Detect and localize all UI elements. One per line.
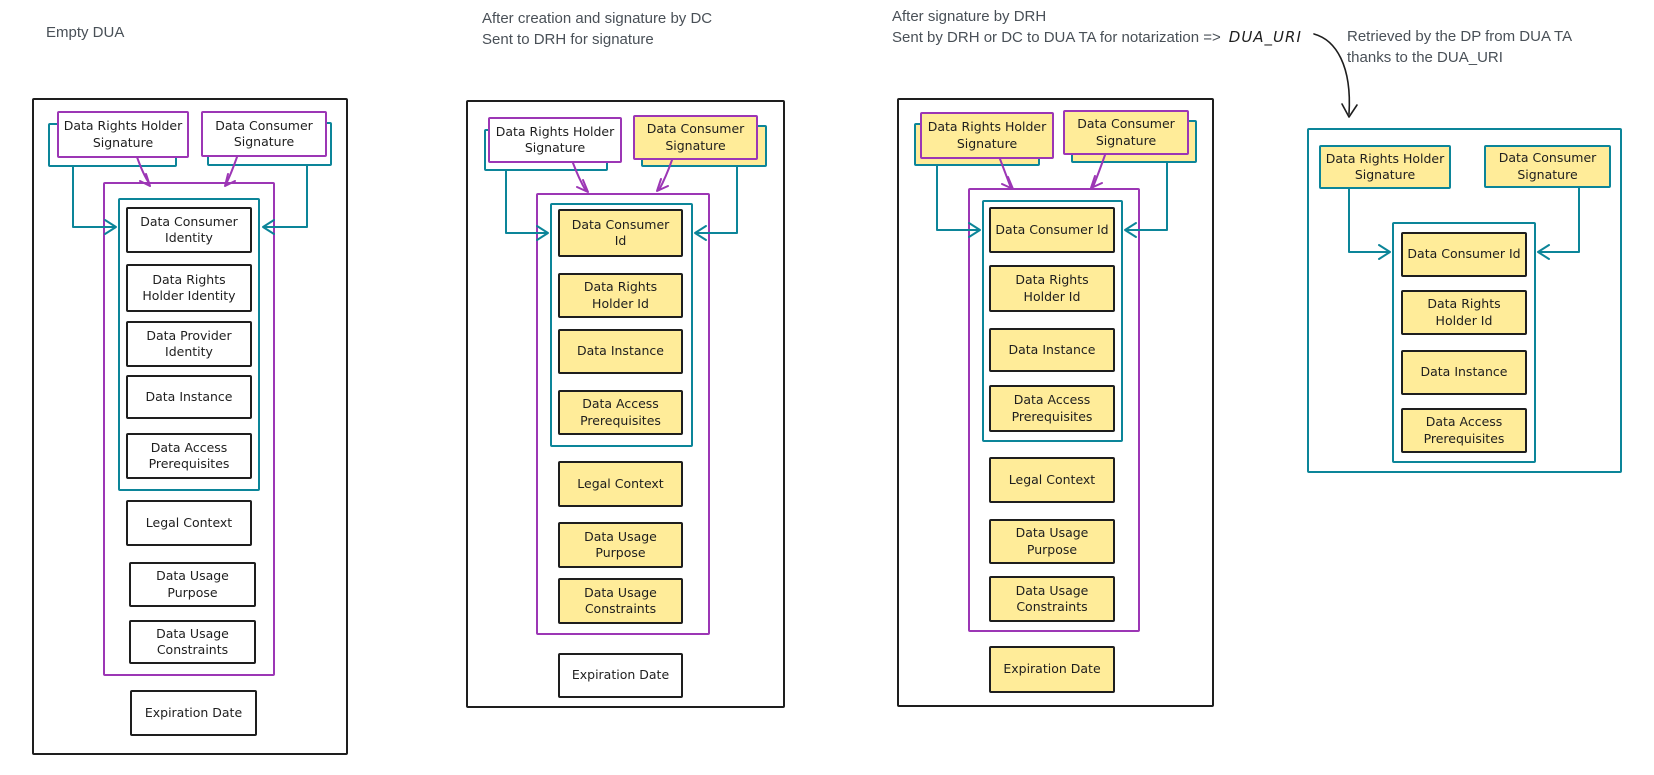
panel2-caption-line1: After creation and signature by DC [482, 10, 713, 27]
panel4-item-data-access-prerequisites: Data Access Prerequisites [1401, 408, 1527, 453]
panel2-caption: After creation and signature by DC Sent … [482, 8, 712, 50]
panel3-item-legal-context: Legal Context [989, 457, 1115, 503]
panel4-caption-line2: thanks to the DUA_URI [1347, 49, 1503, 66]
panel2-item-data-access-prerequisites: Data Access Prerequisites [558, 390, 683, 435]
panel2-item-legal-context: Legal Context [558, 461, 683, 507]
panel1-caption: Empty DUA [46, 22, 124, 43]
panel4-outer-frame [1307, 128, 1622, 473]
panel2-purple-container [536, 193, 710, 635]
panel4-item-data-instance: Data Instance [1401, 350, 1527, 395]
panel2-item-data-instance: Data Instance [558, 329, 683, 374]
panel3-item-data-consumer-id: Data Consumer Id [989, 207, 1115, 253]
panel1-item-data-usage-constraints: Data Usage Constraints [129, 620, 256, 664]
panel3-item-data-usage-purpose: Data Usage Purpose [989, 519, 1115, 564]
panel4-caption-line1: Retrieved by the DP from DUA TA [1347, 28, 1573, 45]
panel2-item-data-usage-purpose: Data Usage Purpose [558, 522, 683, 568]
panel4-teal-container [1392, 222, 1536, 463]
panel1-drh-signature-box: Data Rights Holder Signature [57, 111, 189, 158]
panel1-item-legal-context: Legal Context [126, 500, 252, 546]
panel3-item-data-instance: Data Instance [989, 328, 1115, 372]
panel4-item-data-rights-holder-id: Data Rights Holder Id [1401, 290, 1527, 335]
panel2-item-data-usage-constraints: Data Usage Constraints [558, 578, 683, 624]
panel2-item-data-rights-holder-id: Data Rights Holder Id [558, 273, 683, 318]
panel1-dc-signature-box: Data Consumer Signature [201, 111, 327, 157]
panel3-dc-signature-box: Data Consumer Signature [1063, 110, 1189, 155]
panel3-caption-line1: After signature by DRH [892, 8, 1047, 25]
panel3-purple-container [968, 188, 1140, 632]
panel1-item-data-access-prerequisites: Data Access Prerequisites [126, 433, 252, 479]
panel4-dc-signature-box: Data Consumer Signature [1484, 145, 1611, 188]
panel4-caption: Retrieved by the DP from DUA TA thanks t… [1347, 26, 1607, 68]
panel3-caption-line2-text: Sent by DRH or DC to DUA TA for notariza… [892, 29, 1221, 46]
panel3-teal-container [982, 200, 1123, 442]
panel2-drh-signature-box: Data Rights Holder Signature [488, 117, 622, 163]
panel4-item-data-consumer-id: Data Consumer Id [1401, 232, 1527, 277]
panel1-item-data-rights-holder-identity: Data Rights Holder Identity [126, 264, 252, 312]
panel3-item-data-rights-holder-id: Data Rights Holder Id [989, 265, 1115, 312]
panel1-item-expiration-date: Expiration Date [130, 690, 257, 736]
panel3-item-data-usage-constraints: Data Usage Constraints [989, 576, 1115, 622]
panel1-item-data-instance: Data Instance [126, 375, 252, 419]
panel3-item-expiration-date: Expiration Date [989, 646, 1115, 693]
panel1-item-data-usage-purpose: Data Usage Purpose [129, 562, 256, 607]
panel3-outer-frame [897, 98, 1214, 707]
panel4-drh-signature-box: Data Rights Holder Signature [1319, 145, 1451, 189]
panel1-purple-container [103, 182, 275, 676]
panel3-caption: After signature by DRH Sent by DRH or DC… [892, 6, 1302, 48]
panel2-teal-container [550, 203, 693, 447]
panel3-dua-uri-label: DUA_URI [1228, 28, 1302, 46]
panel1-outer-frame [32, 98, 348, 755]
panel2-item-data-consumer-id: Data Consumer Id [558, 209, 683, 257]
panel2-dc-signature-box: Data Consumer Signature [633, 115, 758, 160]
panel3-caption-line2: Sent by DRH or DC to DUA TA for notariza… [892, 27, 1302, 48]
panel1-caption-line1: Empty DUA [46, 24, 125, 41]
panel1-teal-container [118, 198, 260, 491]
panel2-outer-frame [466, 100, 785, 708]
panel2-caption-line2: Sent to DRH for signature [482, 31, 654, 48]
panel3-drh-signature-box: Data Rights Holder Signature [920, 112, 1054, 159]
panel3-item-data-access-prerequisites: Data Access Prerequisites [989, 385, 1115, 432]
panel1-item-data-consumer-identity: Data Consumer Identity [126, 207, 252, 253]
panel1-item-data-provider-identity: Data Provider Identity [126, 321, 252, 367]
panel2-item-expiration-date: Expiration Date [558, 653, 683, 698]
